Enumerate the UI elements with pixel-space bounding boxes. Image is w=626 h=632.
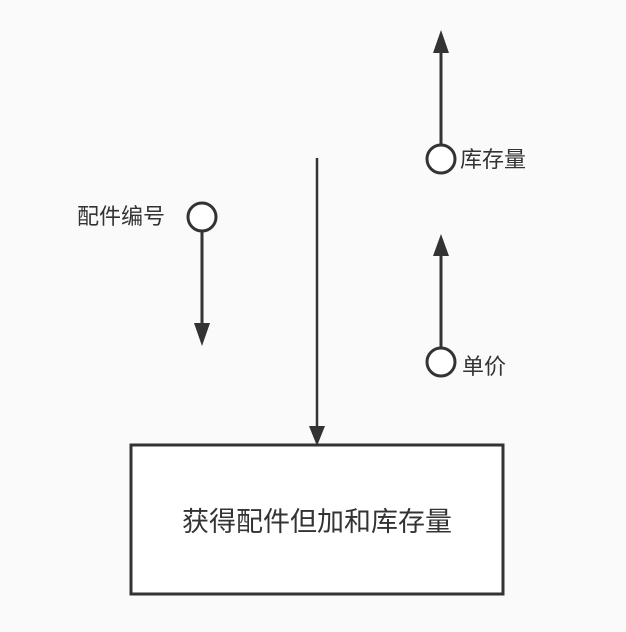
unit-price-arrowhead [433, 234, 449, 256]
unit-price-circle[interactable] [425, 346, 457, 378]
part-number-circle[interactable] [186, 201, 218, 233]
part-number-label: 配件编号 [77, 205, 166, 230]
part-number-arrowhead [194, 323, 210, 346]
stock-circle[interactable] [425, 143, 457, 175]
process-box-label: 获得配件但加和库存量 [182, 507, 452, 538]
main-flow-arrowhead [309, 426, 325, 446]
process-box[interactable] [129, 443, 505, 596]
stock-arrowhead [433, 30, 449, 53]
unit-price-label: 单价 [462, 355, 507, 380]
stock-label: 库存量 [460, 148, 527, 173]
